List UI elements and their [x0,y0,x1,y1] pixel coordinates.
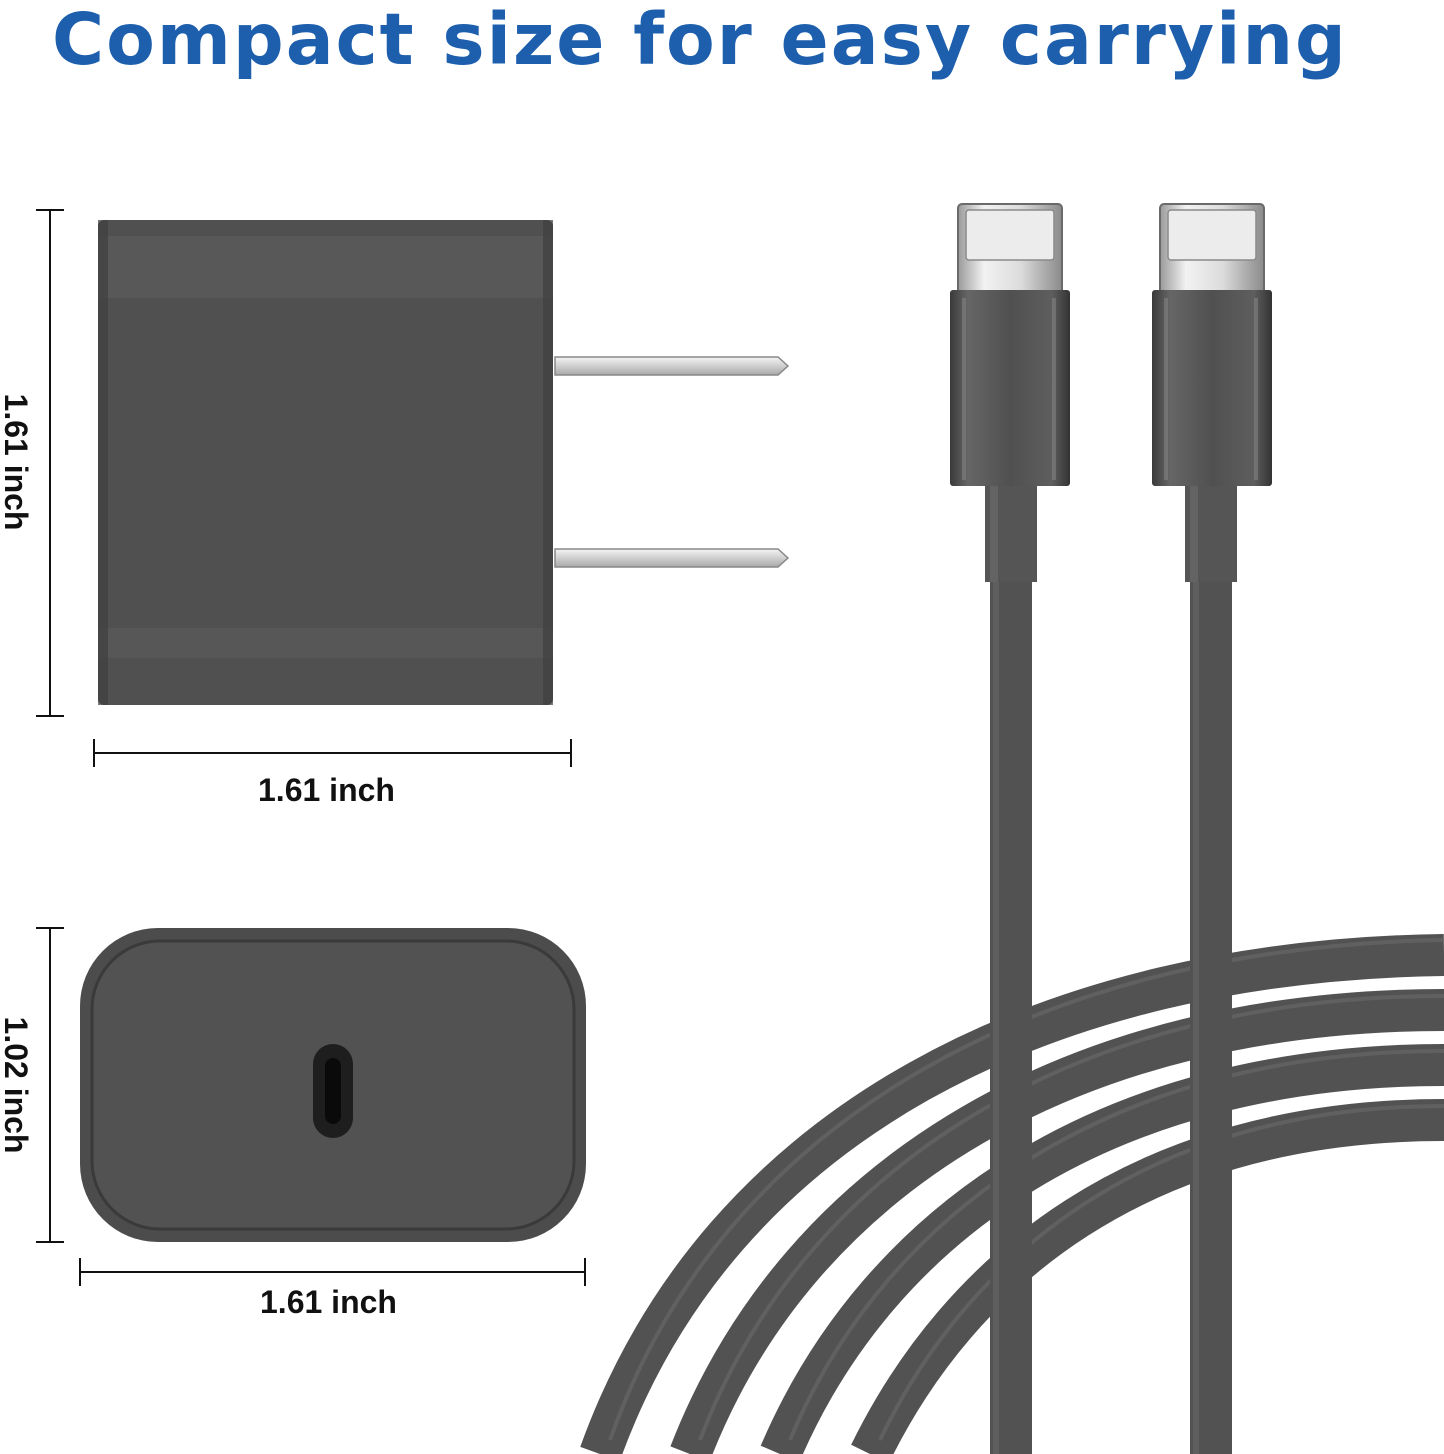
cable-strand-right [1190,580,1232,1454]
headline: Compact size for easy carrying [52,0,1348,81]
dimension-line-front-height [36,209,64,717]
dimension-label-front-width: 1.61 inch [258,772,395,808]
dimension-line-top-width [79,1258,586,1286]
dimension-line-front-width [93,739,572,767]
cable-loop-4 [851,1099,1444,1454]
cable-strand-left [990,580,1032,1454]
usb-c-port-icon [313,1044,353,1138]
usb-c-connector-icon [950,203,1070,582]
dimension-line-top-depth [36,927,64,1243]
dimension-label-top-depth: 1.02 inch [0,1016,34,1154]
usb-c-connector-icon [1152,203,1272,582]
charger-front-icon [98,220,790,705]
dimension-label-front-height: 1.61 inch [0,393,34,531]
dimension-label-top-width: 1.61 inch [260,1284,397,1320]
charger-top-icon [80,928,586,1242]
